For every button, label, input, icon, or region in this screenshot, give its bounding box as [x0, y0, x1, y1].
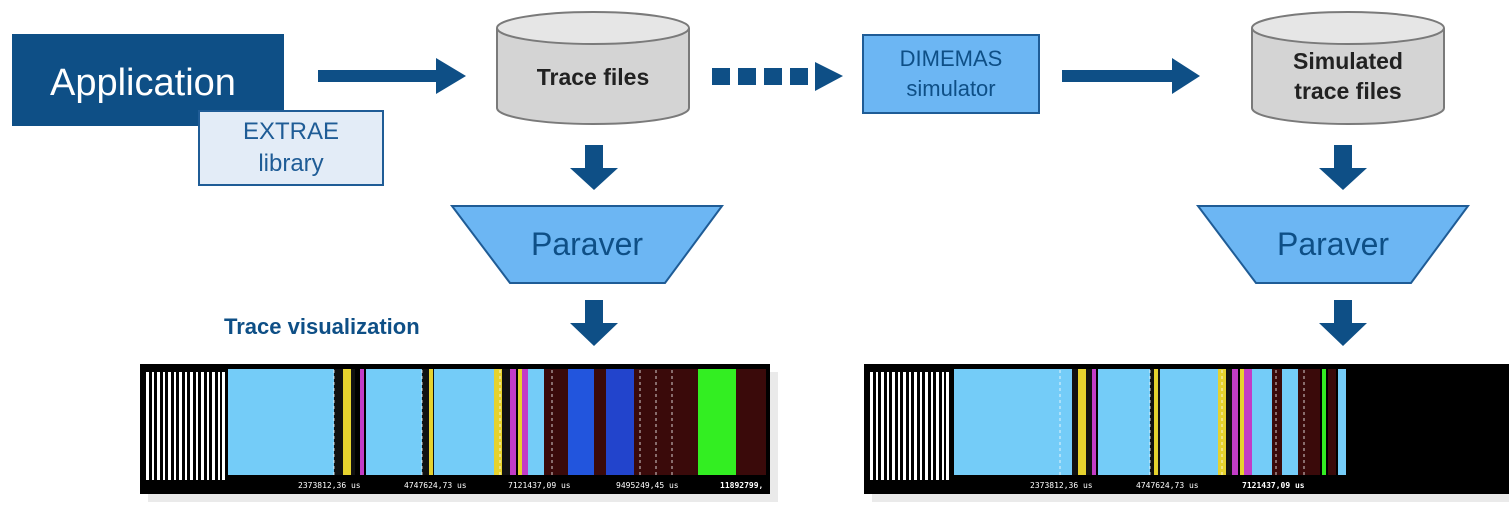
paraver-right-label-wrap: Paraver	[1198, 226, 1468, 263]
arrow-paraver-to-trace-right	[1319, 300, 1367, 346]
arrow-trace-to-paraver	[570, 145, 618, 190]
trace-view-left	[140, 364, 778, 502]
paraver-left-label-wrap: Paraver	[452, 226, 722, 263]
paraver-right-label: Paraver	[1276, 226, 1390, 262]
trace-files-cylinder	[496, 11, 690, 125]
simulated-label-wrap: Simulated trace files	[1252, 46, 1444, 106]
dimemas-line1: DIMEMAS	[899, 46, 1003, 71]
trace-files-label: Trace files	[536, 64, 650, 90]
dimemas-simulator-box: DIMEMAS simulator	[862, 34, 1040, 114]
right-tick-1: 2373812,36 us	[1030, 481, 1093, 490]
right-tick-2: 4747624,73 us	[1136, 481, 1199, 490]
trace-left-stripes	[146, 372, 225, 480]
simulated-line1: Simulated	[1293, 48, 1403, 74]
left-tick-4: 9495249,45 us	[616, 481, 679, 490]
arrow-app-to-trace	[318, 58, 466, 94]
left-tick-5: 11892799,	[720, 481, 764, 490]
right-tick-3: 7121437,09 us	[1242, 481, 1305, 490]
simulated-line2: trace files	[1294, 78, 1402, 104]
extrae-line1: EXTRAE	[242, 118, 340, 145]
left-tick-3: 7121437,09 us	[508, 481, 571, 490]
arrow-paraver-to-trace-left	[570, 300, 618, 346]
extrae-library-box: EXTRAE library	[198, 110, 384, 186]
left-tick-2: 4747624,73 us	[404, 481, 467, 490]
trace-visualization-heading: Trace visualization	[224, 314, 420, 339]
application-label: Application	[50, 62, 236, 104]
extrae-line2: library	[258, 150, 324, 177]
paraver-left-trapezoid	[449, 205, 724, 284]
dimemas-line2: simulator	[906, 76, 996, 101]
left-tick-1: 2373812,36 us	[298, 481, 361, 490]
simulated-trace-files-cylinder	[1251, 11, 1445, 125]
dotted-arrow-trace-to-dimemas	[712, 62, 843, 91]
paraver-left-label: Paraver	[530, 226, 644, 262]
trace-files-label-wrap: Trace files	[497, 62, 689, 92]
application-box: Application	[12, 34, 284, 126]
arrow-simulated-to-paraver	[1319, 145, 1367, 190]
paraver-right-trapezoid	[1195, 205, 1470, 284]
arrow-dimemas-to-simulated	[1062, 58, 1200, 94]
trace-view-right	[864, 364, 1509, 502]
trace-right-stripes	[870, 372, 949, 480]
